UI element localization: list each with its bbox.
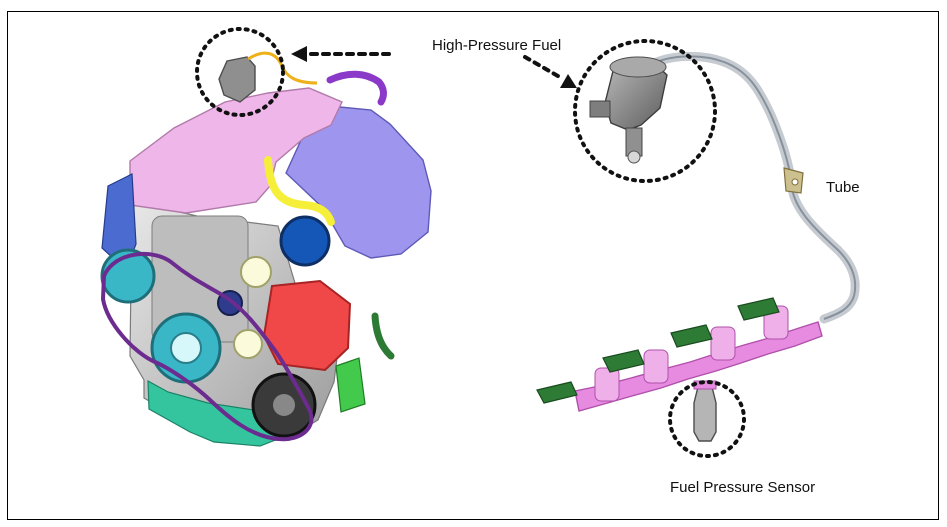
engine-pointer-arrowhead: [291, 46, 307, 62]
fuel-rail: [574, 321, 823, 412]
high-pressure-fuel-label: High-Pressure Fuel: [432, 37, 562, 54]
fuel-injector-3: [670, 324, 713, 348]
tube-label: Tube: [826, 179, 860, 196]
purple-breather-hose: [326, 70, 387, 106]
engine-illustration: [100, 51, 432, 447]
fuel-injector-2: [602, 349, 645, 373]
pump-pointer-line: [523, 55, 565, 81]
fuel-pressure-sensor: [693, 386, 717, 442]
yellow-coolant-hose: [264, 156, 335, 226]
fuel-rail-boss-3: [710, 326, 736, 361]
fuel-injector-4: [737, 297, 780, 321]
fuel-injector-1: [536, 381, 578, 404]
idler-pulley-bottom: [233, 329, 263, 359]
pump-highlight-circle: [573, 39, 717, 183]
engine-pump-highlight-part: [218, 56, 256, 103]
fuel-rail-boss-1: [594, 367, 620, 402]
tube-bracket-hole: [791, 178, 799, 186]
cylinder-head: [129, 87, 343, 214]
high-pressure-tube: [645, 51, 860, 324]
drive-belt: [100, 251, 314, 442]
engine-highlight-circle: [195, 27, 285, 117]
high-pressure-fuel-pump-connector: [589, 100, 611, 118]
fuel-rail-boss-2: [643, 349, 669, 384]
high-pressure-fuel-pump-fitting: [627, 150, 641, 164]
green-bracket: [335, 357, 366, 413]
cam-pulley: [279, 215, 331, 267]
green-hose: [371, 312, 395, 360]
ac-compressor-hub: [273, 394, 295, 416]
fuel-pressure-sensor-label: Fuel Pressure Sensor: [670, 479, 816, 496]
idler-pulley-top: [240, 256, 272, 288]
crank-pulley-hub: [170, 332, 202, 364]
sensor-highlight-circle: [668, 380, 746, 458]
high-pressure-tube-outline: [649, 55, 857, 320]
fuel-system-illustration: [536, 51, 860, 442]
high-pressure-fuel-pump-cap: [609, 56, 667, 78]
pump-pointer-arrowhead: [560, 74, 577, 88]
